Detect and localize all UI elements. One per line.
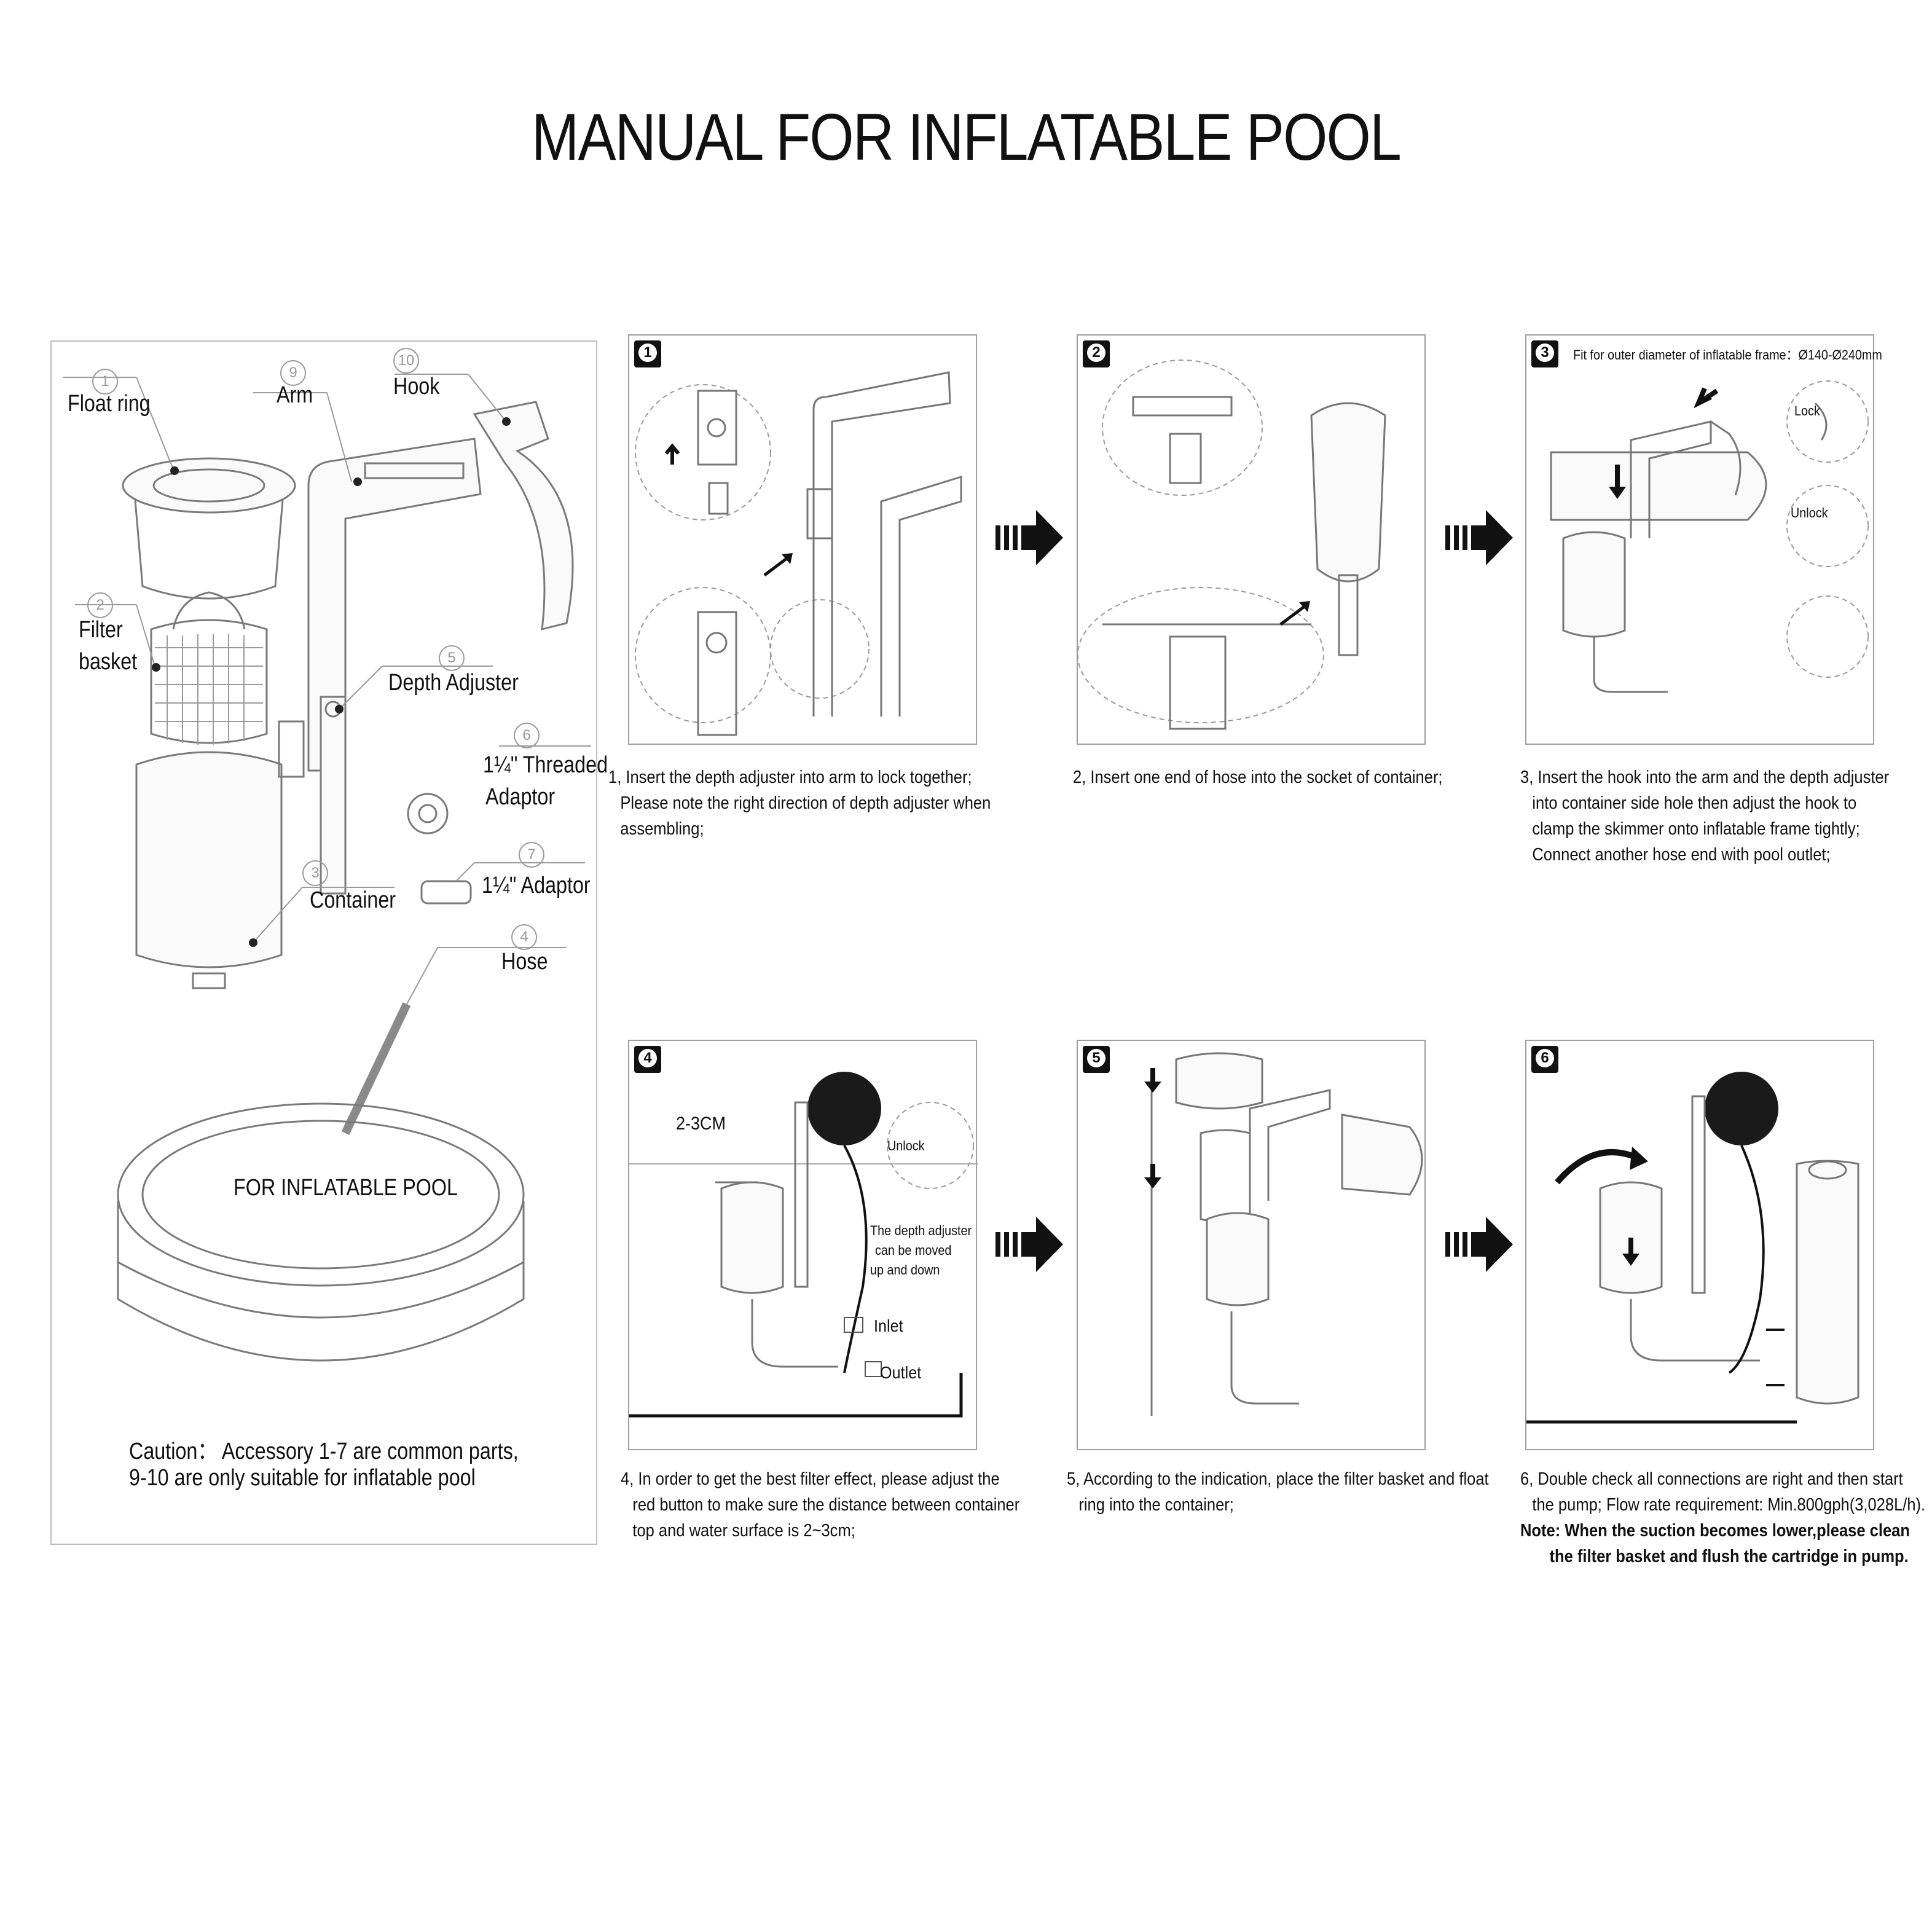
step-4-note-line1: The depth adjuster (870, 1223, 972, 1238)
step-3-unlock-label: Unlock (1791, 505, 1828, 520)
step-4-note-line2: can be moved (875, 1243, 952, 1258)
step-4-unlock-label: Unlock (887, 1138, 925, 1153)
part-number-10: 10 (393, 348, 419, 374)
step-3-illustration (1550, 380, 1869, 693)
step-3-caption: 3, Insert the hook into the arm and the … (1520, 768, 1890, 865)
part-number-4: 4 (511, 924, 537, 950)
parts-panel (50, 340, 597, 1545)
label-filter-line2: basket (79, 649, 138, 675)
caution-line1: Caution： Accessory 1-7 are common parts, (129, 1439, 519, 1464)
flow-arrow-5-6 (1445, 1217, 1513, 1272)
step-3-badge: 3 (1531, 340, 1558, 367)
step-4-outlet-label: Outlet (880, 1363, 922, 1382)
step-4-distance: 2-3CM (676, 1113, 726, 1134)
step-1-caption: 1, Insert the depth adjuster into arm to… (608, 768, 991, 839)
part-number-5: 5 (439, 645, 465, 671)
label-threaded-line1: 1¼" Threaded (483, 752, 608, 778)
part-number-7: 7 (519, 842, 544, 868)
step-4-badge: 4 (634, 1046, 661, 1073)
step-1-panel: 1 (628, 334, 977, 745)
step-3-lock-label: Lock (1794, 403, 1820, 418)
step-5-panel: 5 (1077, 1040, 1426, 1450)
flow-arrow-2-3 (1445, 510, 1513, 565)
label-container: Container (310, 887, 396, 913)
step-6-illustration (1526, 1072, 1859, 1424)
label-hook: Hook (393, 374, 440, 399)
page-title: MANUAL FOR INFLATABLE POOL (531, 100, 1402, 174)
step-1-illustration (635, 371, 962, 736)
step-1-badge: 1 (634, 340, 661, 367)
step-6-panel: 6 (1525, 1040, 1874, 1450)
part-number-6: 6 (514, 723, 540, 748)
step-6-note-line1: Note: When the suction becomes lower,ple… (1520, 1521, 1910, 1541)
flow-arrow-1-2 (995, 510, 1063, 565)
step-5-illustration (1144, 1052, 1423, 1416)
step-2-caption: 2, Insert one end of hose into the socke… (1073, 768, 1443, 787)
part-number-1: 1 (92, 369, 118, 395)
step-5-caption: 5, According to the indication, place th… (1067, 1469, 1489, 1515)
part-number-9: 9 (280, 360, 306, 386)
parts-illustration (63, 374, 591, 1362)
step-6-note-line2: the filter basket and flush the cartridg… (1549, 1547, 1909, 1566)
label-adaptor: 1¼" Adaptor (482, 873, 591, 898)
step-3-frame-note: Fit for outer diameter of inflatable fra… (1573, 347, 1882, 363)
label-filter-line1: Filter (79, 617, 123, 643)
step-2-badge: 2 (1083, 340, 1110, 367)
step-4-caption: 4, In order to get the best filter effec… (621, 1469, 1020, 1541)
step-3-panel: 3 Fit for outer diameter of inflatable f… (1525, 334, 1882, 745)
step-2-panel: 2 (1077, 334, 1426, 745)
step-4-note-line3: up and down (870, 1262, 940, 1278)
label-threaded-line2: Adaptor (485, 784, 556, 810)
label-float-ring: Float ring (68, 391, 151, 417)
label-depth-adjuster: Depth Adjuster (388, 670, 519, 696)
step-6-badge: 6 (1531, 1046, 1558, 1073)
flow-arrow-4-5 (995, 1217, 1063, 1272)
step-5-badge: 5 (1083, 1046, 1110, 1073)
pool-label: FOR INFLATABLE POOL (234, 1175, 458, 1201)
step-4-inlet-label: Inlet (874, 1316, 903, 1335)
part-number-2: 2 (87, 592, 113, 618)
label-hose: Hose (501, 949, 548, 975)
step-2-illustration (1077, 359, 1386, 730)
caution-line2: 9-10 are only suitable for inflatable po… (129, 1465, 476, 1491)
step-6-caption: 6, Double check all connections are righ… (1520, 1466, 1925, 1569)
label-arm: Arm (277, 382, 313, 408)
step-4-panel: 4 2-3CM Unlock The depth adjuster can be… (628, 1040, 978, 1450)
step-4-illustration (629, 1072, 978, 1418)
part-number-3: 3 (302, 860, 328, 886)
